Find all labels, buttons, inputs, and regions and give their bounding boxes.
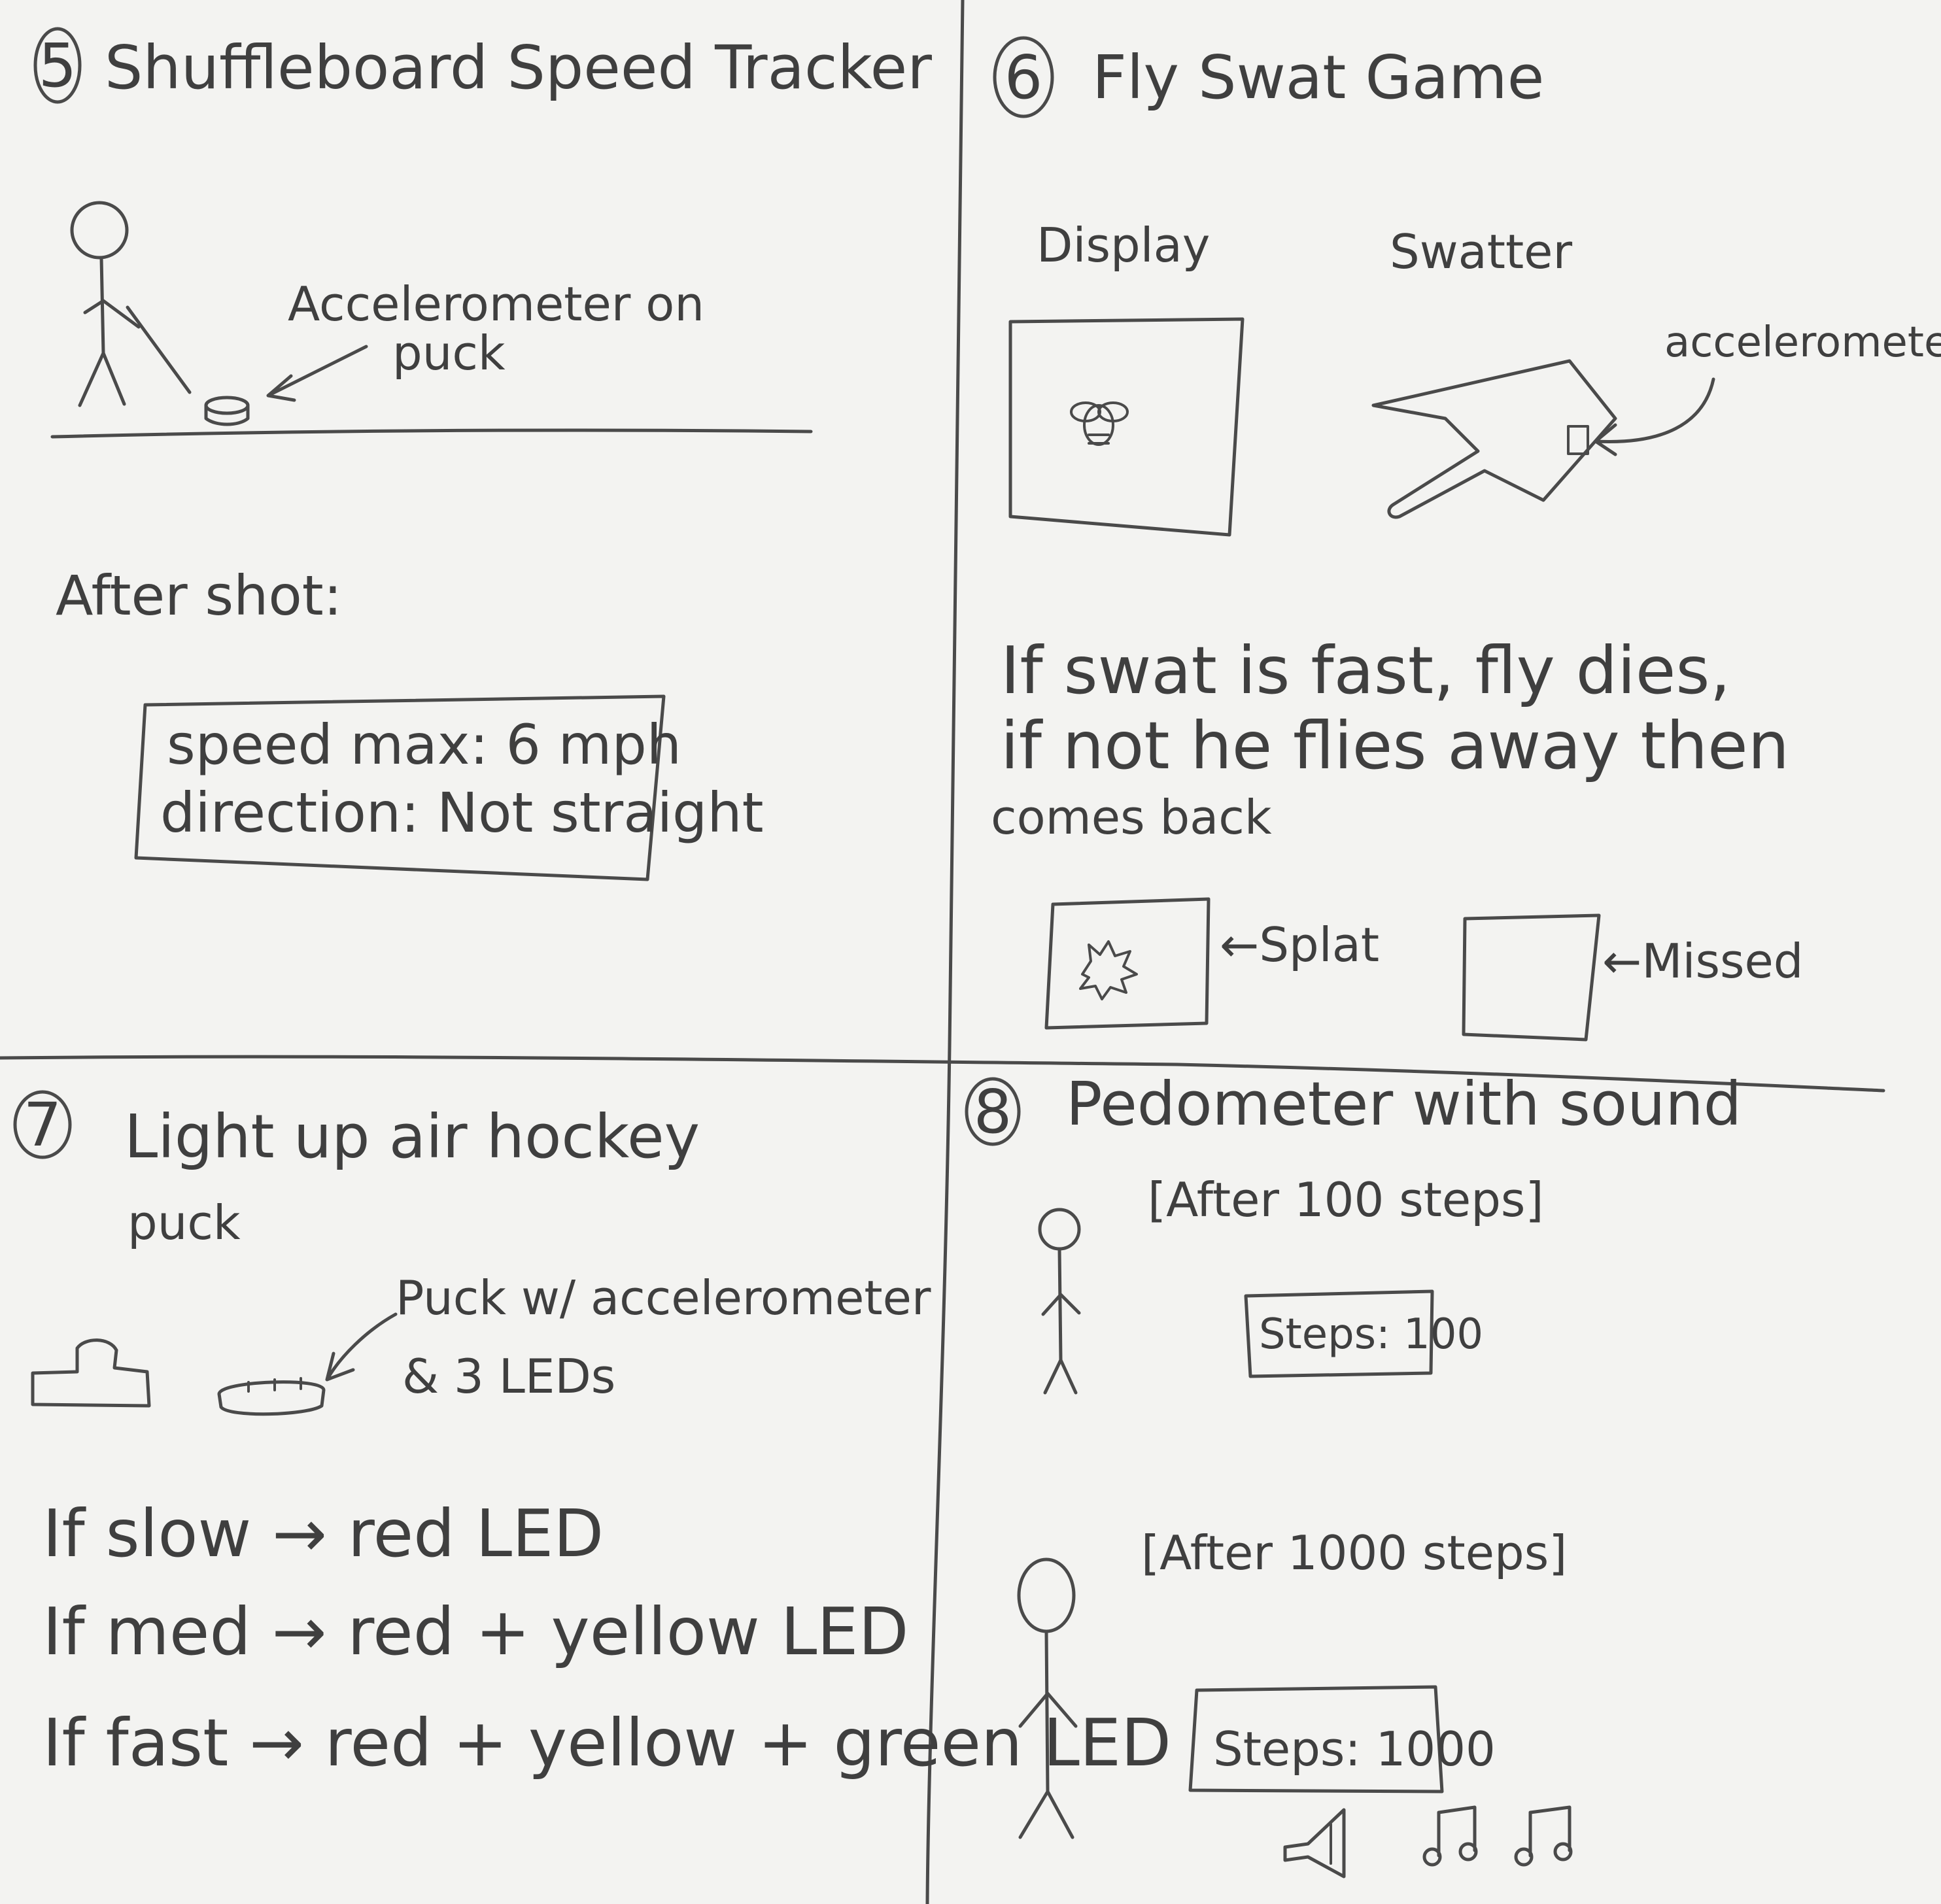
missed-label: ←Missed (1602, 934, 1803, 989)
speed-readout: speed max: 6 mph (167, 713, 681, 777)
panel-number-circle (965, 1077, 1021, 1146)
display-label: Display (1037, 218, 1210, 273)
direction-readout: direction: Not straight (160, 781, 764, 845)
rule-line-3: comes back (991, 790, 1272, 845)
steps-100-box (1244, 1289, 1434, 1378)
rule-fast: If fast → red + yellow + green LED (43, 1705, 1171, 1781)
puck-label: puck (392, 326, 506, 381)
swatter-label: Swatter (1390, 224, 1572, 279)
rule-line-2: if not he flies away then (1001, 707, 1789, 784)
led-count-label: & 3 LEDs (402, 1349, 615, 1404)
accelerometer-label: Accelerometer on (288, 277, 704, 332)
splat-label: ←Splat (1220, 917, 1379, 972)
panel-title: Fly Swat Game (1092, 42, 1544, 112)
panel-7: 7 Light up air hockey puck Puck w/ accel… (13, 1090, 1171, 1781)
rule-medium: If med → red + yellow LED (43, 1593, 908, 1670)
panel-title-line-2: puck (128, 1195, 241, 1250)
ground-line (50, 428, 813, 439)
stick-figure-small-icon (1038, 1208, 1081, 1395)
panel-number: 5 (39, 31, 77, 101)
arrow-to-puck (266, 345, 368, 402)
arrow-to-puck (325, 1312, 398, 1382)
panel-number-circle (13, 1090, 72, 1159)
panel-number: 8 (974, 1077, 1012, 1147)
panel-number-circle (33, 27, 82, 104)
swatter-icon (1371, 359, 1617, 519)
music-notes-icon (1422, 1805, 1573, 1867)
air-hockey-mallet-icon (31, 1338, 151, 1408)
rule-slow: If slow → red LED (43, 1495, 604, 1572)
panel-number: 6 (1005, 42, 1043, 112)
puck-label: Puck w/ accelerometer (396, 1270, 931, 1325)
vertical-divider (925, 0, 965, 1904)
splat-screen (1044, 897, 1211, 1030)
panel-6: 6 Fly Swat Game Display Swatter accelero… (991, 36, 1941, 1042)
panel-5: 5 Shuffleboard Speed Tracker Acceleromet… (33, 27, 932, 881)
missed-screen (1462, 913, 1601, 1042)
arrow-to-accelerometer (1594, 377, 1715, 456)
fly-icon (1070, 401, 1129, 446)
speaker-icon (1283, 1808, 1346, 1878)
splat-icon (1079, 940, 1138, 1000)
puck-icon (204, 396, 250, 426)
after-shot-label: After shot: (56, 564, 342, 628)
after-1000-label: [After 1000 steps] (1141, 1525, 1567, 1580)
steps-1000-box (1188, 1685, 1444, 1794)
panel-8: 8 Pedometer with sound [After 100 steps]… (965, 1069, 1742, 1878)
stick-figure-large-icon (1017, 1557, 1078, 1839)
steps-1000-readout: Steps: 1000 (1213, 1722, 1496, 1776)
panel-number: 7 (24, 1090, 62, 1160)
accelerometer-label: accelerometer (1664, 318, 1941, 367)
stick-figure-icon (70, 201, 192, 407)
panel-title: Shuffleboard Speed Tracker (105, 33, 932, 103)
rule-line-1: If swat is fast, fly dies, (1001, 632, 1730, 709)
steps-100-readout: Steps: 100 (1259, 1310, 1483, 1359)
result-box (134, 694, 666, 881)
panel-title-line-1: Light up air hockey (124, 1102, 700, 1172)
display-screen (1008, 317, 1245, 537)
horizontal-divider (0, 1055, 1885, 1093)
after-100-label: [After 100 steps] (1148, 1172, 1544, 1227)
panel-title: Pedometer with sound (1066, 1069, 1742, 1139)
led-puck-icon (217, 1377, 326, 1416)
panel-number-circle (993, 36, 1054, 118)
